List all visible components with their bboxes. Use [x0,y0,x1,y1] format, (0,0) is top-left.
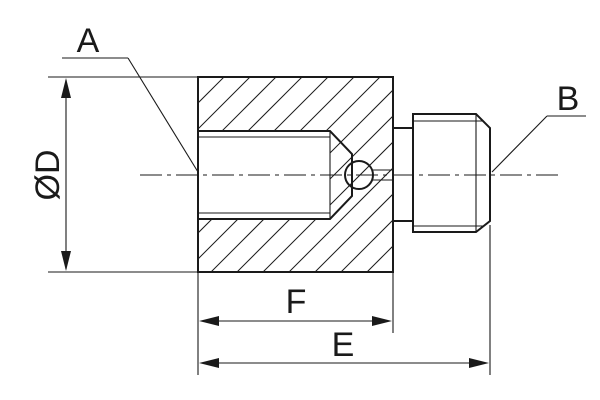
label-f: F [286,283,307,321]
diameter-label: ØD [29,150,67,201]
e-arrow-right [469,358,489,368]
hatch-line [314,77,393,272]
label-b: B [557,80,580,118]
leader-b-diagonal [491,115,548,173]
diameter-arrow-top [61,78,71,98]
hatch-line [198,77,277,272]
bore-outline [198,130,353,220]
hatch-line [198,77,251,272]
label-e: E [332,326,355,364]
f-arrow-left [199,316,219,326]
e-arrow-left [199,358,219,368]
fitting-outline [412,113,491,233]
label-a: A [77,22,100,60]
f-arrow-right [372,316,392,326]
leader-a-diagonal [127,57,199,173]
diameter-arrow-bottom [61,251,71,271]
hatch-line [340,77,393,272]
